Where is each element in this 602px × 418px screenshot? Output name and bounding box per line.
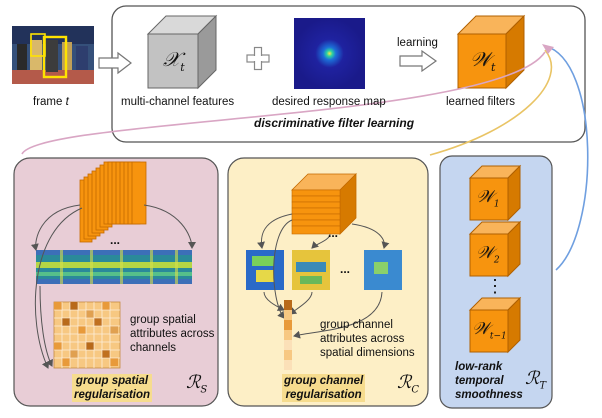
temporal-wt-main: 𝒲: [472, 319, 490, 339]
temporal-vdots: ⋮: [486, 276, 504, 296]
plus-icon: [246, 46, 270, 71]
channel-title-line1: group channel: [282, 374, 366, 388]
frame-label: frame t: [33, 96, 69, 108]
channel-title-line2: regularisation: [282, 388, 366, 402]
temporal-w1-sub: 1: [493, 199, 500, 210]
channel-vector: [284, 300, 292, 370]
spatial-slices: [79, 161, 147, 243]
temporal-w2: 𝒲2: [476, 243, 500, 265]
spatial-title: group spatial regularisation: [72, 374, 153, 402]
temporal-w2-sub: 2: [493, 255, 500, 266]
temporal-wt: 𝒲t−1: [472, 319, 507, 341]
learning-arrow: [399, 49, 438, 73]
temporal-wt-sub: t−1: [489, 331, 507, 342]
temporal-cube-1: [468, 164, 522, 222]
channel-title: group channel regularisation: [282, 374, 366, 402]
temporal-symbol-main: ℛ: [525, 368, 540, 389]
features-symbol: 𝒳t: [163, 47, 185, 74]
channel-symbol-sub: C: [411, 384, 420, 396]
spatial-symbol-sub: S: [200, 384, 208, 396]
features-label: multi-channel features: [121, 96, 235, 108]
channel-dots-mid: ...: [340, 262, 351, 276]
temporal-cube-t: [468, 296, 522, 354]
features-symbol-sub: t: [180, 61, 185, 74]
channel-dots: ...: [328, 226, 339, 240]
filters-symbol-sub: t: [490, 61, 496, 74]
arrow-to-features: [98, 51, 132, 75]
features-cube: [146, 14, 218, 90]
temporal-title-line3: smoothness: [455, 389, 523, 401]
temporal-title-line1: low-rank: [455, 361, 503, 373]
channel-slices: [291, 173, 357, 235]
features-symbol-main: 𝒳: [163, 47, 181, 71]
channel-text: group channel attributes across spatial …: [320, 318, 415, 360]
temporal-w1: 𝒲1: [476, 187, 500, 209]
frame-image: [12, 26, 94, 84]
spatial-strip: [36, 250, 192, 284]
spatial-title-line2: regularisation: [72, 388, 153, 402]
filters-symbol-main: 𝒲: [470, 47, 491, 71]
spatial-text: group spatial attributes across channels: [130, 313, 214, 355]
spatial-text-line2: attributes across: [130, 328, 215, 340]
learning-label: learning: [397, 37, 438, 49]
temporal-title-line2: temporal: [455, 375, 504, 387]
channel-feedback-arrow: [429, 49, 553, 156]
channel-symbol: ℛC: [397, 372, 419, 396]
temporal-symbol-sub: T: [539, 380, 547, 392]
response-map: [294, 18, 365, 89]
spatial-text-line1: group spatial: [130, 314, 196, 326]
temporal-symbol: ℛT: [525, 368, 546, 392]
frame-label-var: t: [65, 96, 69, 108]
filters-label: learned filters: [446, 96, 516, 108]
spatial-dots: ...: [110, 233, 121, 247]
temporal-feedback-arrow: [544, 45, 589, 271]
temporal-panel: [439, 155, 553, 409]
spatial-title-line1: group spatial: [72, 374, 153, 388]
temporal-w2-main: 𝒲: [476, 243, 494, 263]
response-label: desired response map: [272, 96, 386, 108]
section-title: discriminative filter learning: [254, 116, 415, 130]
spatial-feedback-arrow: [21, 51, 546, 155]
spatial-text-line3: channels: [130, 342, 177, 354]
temporal-w1-main: 𝒲: [476, 187, 494, 207]
filters-symbol: 𝒲t: [470, 47, 495, 74]
channel-text-line2: attributes across: [320, 333, 405, 345]
frame-label-prefix: frame: [33, 96, 63, 108]
spatial-symbol-main: ℛ: [186, 372, 201, 393]
channel-text-line3: spatial dimensions: [320, 347, 415, 359]
temporal-title: low-rank temporal smoothness: [455, 360, 523, 402]
spatial-symbol: ℛS: [186, 372, 207, 396]
channel-symbol-main: ℛ: [397, 372, 412, 393]
spatial-grid: [53, 301, 121, 369]
temporal-cube-2: [468, 220, 522, 278]
channel-text-line1: group channel: [320, 319, 393, 331]
channel-maps: [246, 250, 402, 290]
